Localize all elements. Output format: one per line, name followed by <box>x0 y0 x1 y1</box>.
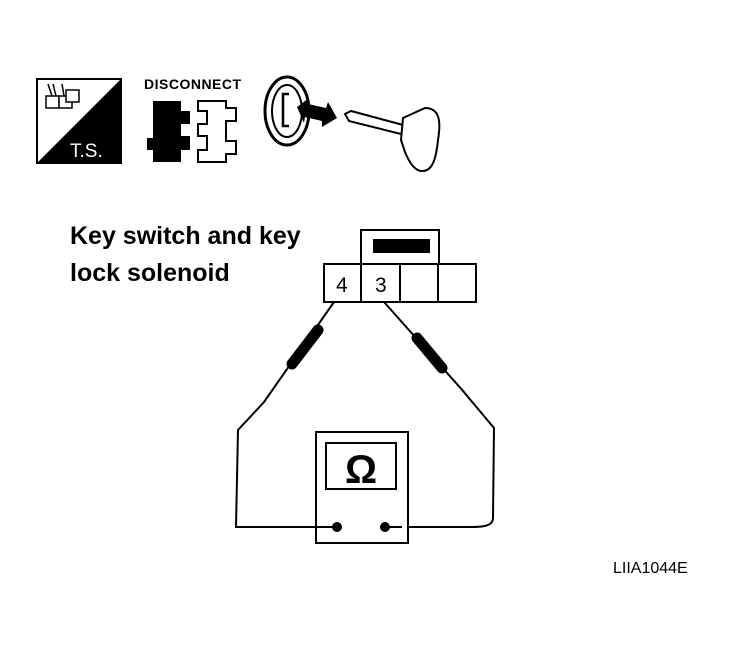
ts-label: T.S. <box>70 141 103 162</box>
figure-code: LIIA1044E <box>613 560 688 577</box>
ts-icon: T.S. <box>36 78 122 164</box>
ohm-symbol: Ω <box>345 448 377 492</box>
ohmmeter <box>246 431 409 544</box>
meter-terminal-right <box>380 522 390 532</box>
title-line-2: lock solenoid <box>70 259 230 287</box>
disconnect-icon: DISCONNECT <box>144 76 242 163</box>
title-line-1: Key switch and key <box>70 222 301 250</box>
connector-lock-tab <box>373 239 430 253</box>
meter-display <box>325 442 397 490</box>
probe-right <box>383 301 496 528</box>
disconnect-label: DISCONNECT <box>144 76 242 92</box>
insert-arrow-icon <box>297 98 337 127</box>
meter-terminal-left <box>332 522 342 532</box>
pin-3-label: 3 <box>375 274 387 297</box>
pin-4-label: 4 <box>336 274 348 297</box>
key-icon <box>263 75 441 173</box>
connector-sketch-icon <box>45 83 80 109</box>
key-shape-icon <box>343 106 441 173</box>
probe-left <box>234 301 335 528</box>
connector <box>323 229 477 303</box>
